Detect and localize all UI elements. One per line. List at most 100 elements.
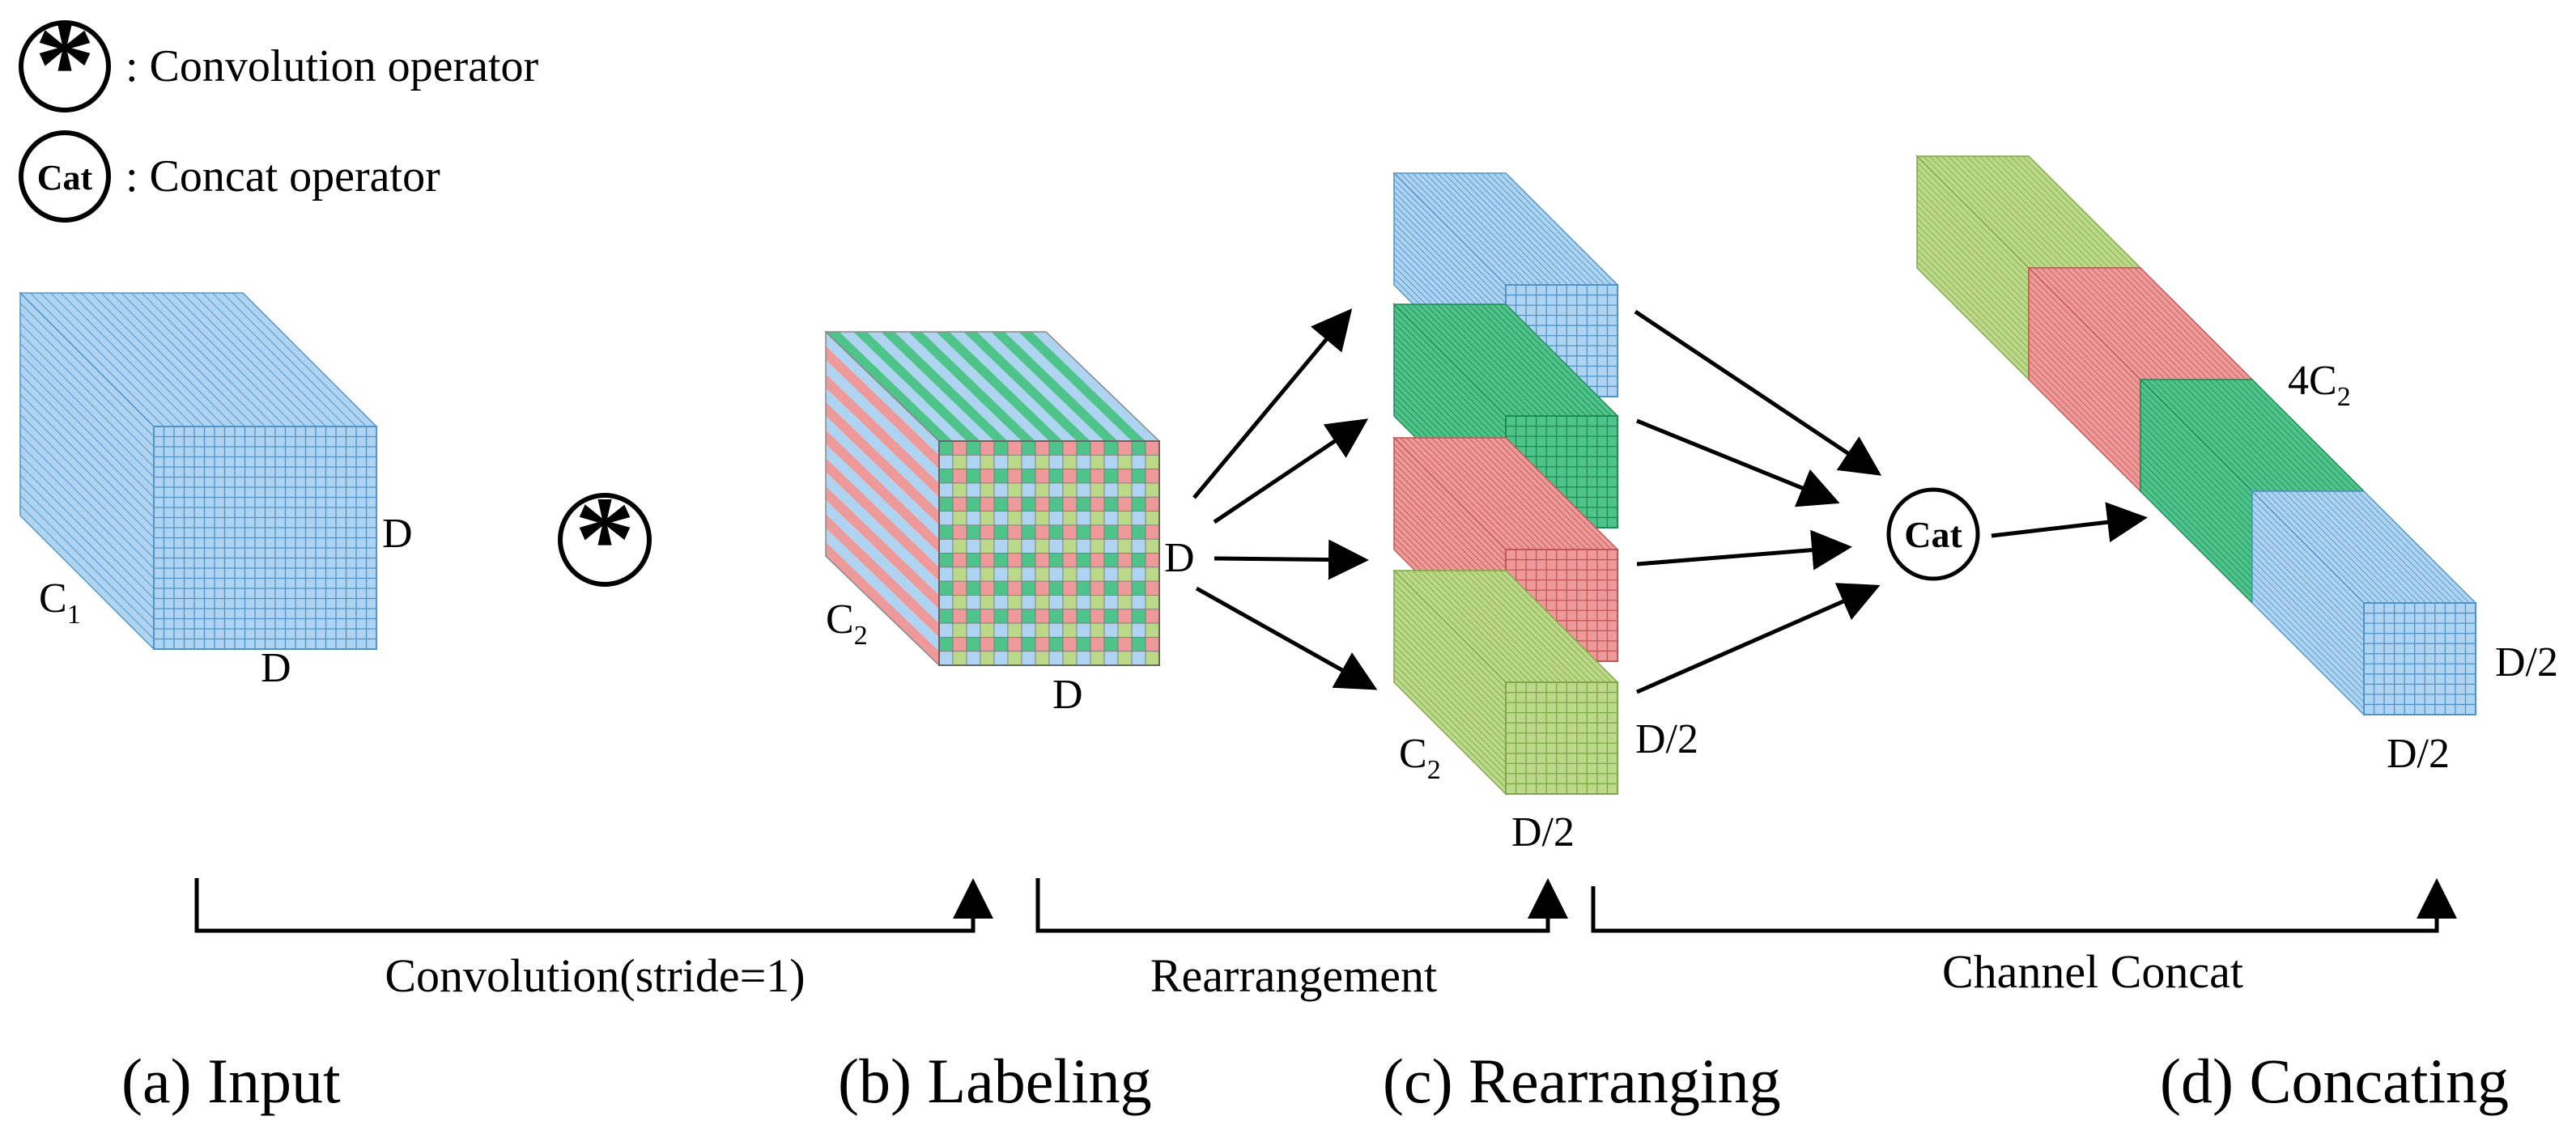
rearranged-block-red-top-hatch	[1486, 437, 1600, 550]
labeled-cube-cell	[1021, 469, 1036, 484]
labeled-cube-cell	[952, 440, 967, 456]
concat-segment-red-top-hatch	[2133, 267, 2247, 380]
caption-concating: (d) Concating	[2160, 1046, 2509, 1116]
rearranged-block-lime-top-hatch	[1468, 570, 1581, 683]
labeled-cube-cell	[980, 636, 995, 652]
labeled-cube-cell	[1048, 524, 1064, 540]
concat-segment-blue-left-hatch	[2251, 571, 2365, 685]
input-cube-d-bottom: D	[261, 645, 291, 691]
labeled-cube-cell	[1048, 538, 1064, 554]
concat-segment-lime-left-hatch	[1916, 193, 2030, 306]
rearranged-block-red-top-hatch	[1498, 437, 1612, 550]
rearranged-block-blue-top-hatch	[1461, 172, 1575, 286]
labeled-cube-cell	[1007, 580, 1022, 596]
input-cube-d-right: D	[382, 511, 413, 557]
labeled-cube-cell	[1090, 595, 1105, 610]
labeled-cube-cell	[1048, 567, 1064, 582]
rearranged-block-lime-top-hatch	[1498, 570, 1612, 683]
labeled-cube-cell	[1035, 511, 1050, 526]
concat-segment-lime-top-hatch	[1972, 155, 2085, 269]
labeled-cube-cell	[1103, 524, 1119, 540]
labeled-cube-cell	[1021, 595, 1036, 610]
labeled-cube-cell	[1076, 567, 1091, 582]
labeled-cube-cell	[1021, 580, 1036, 596]
concat-segment-green-left-hatch	[2140, 453, 2253, 567]
labeled-cube-top-stripe	[936, 332, 1063, 441]
concat-segment-green-top-hatch	[2221, 379, 2334, 492]
rearranged-block-red-left-hatch	[1393, 468, 1507, 581]
labeled-cube-cell	[966, 454, 981, 470]
arrow-to-lime-block	[1195, 586, 1378, 690]
labeled-cube-cell	[1145, 651, 1160, 666]
labeled-cube-cell	[1062, 651, 1078, 666]
labeled-cube-cell	[1090, 553, 1105, 568]
labeled-cube-cell	[1007, 440, 1022, 456]
rearranged-block-red-left-hatch	[1393, 444, 1507, 557]
labeled-cube-cell	[1145, 609, 1160, 624]
concat-segment-lime-left-hatch	[1916, 199, 2030, 312]
input-cube	[19, 291, 378, 651]
rearranged-block-blue-top-hatch	[1456, 172, 1569, 286]
labeled-cube-cell	[1117, 609, 1133, 624]
labeled-cube-cell	[1062, 538, 1078, 554]
rearranged-block-blue-top-hatch	[1493, 172, 1606, 286]
concat-segment-blue-left-hatch	[2251, 509, 2365, 622]
labeled-cube-cell	[1145, 580, 1160, 596]
labeled-cube-top-stripe	[853, 332, 980, 441]
rearranged-block-lime-top-hatch	[1480, 570, 1593, 683]
rearranged-block-blue-top-hatch	[1437, 172, 1550, 286]
concat-segment-green-left-hatch	[2140, 435, 2253, 548]
concat-segment-green-left-hatch	[2140, 460, 2253, 573]
rearranged-block-green-top-hatch	[1437, 303, 1550, 417]
labeled-cube-cell	[1035, 469, 1050, 484]
concat-segment-red-left-hatch	[2028, 323, 2141, 436]
concat-segment-green-left-hatch	[2140, 472, 2253, 585]
labeled-cube-top-stripe	[908, 332, 1035, 441]
rearranged-block-lime-top-hatch	[1405, 570, 1519, 683]
rearranged-block-red-top-hatch	[1474, 437, 1588, 550]
labeled-cube-cell	[1117, 511, 1133, 526]
concat-segment-red-left-hatch	[2028, 342, 2141, 455]
labeled-cube-cell	[1007, 524, 1022, 540]
concat-segment-blue-top-hatch	[2276, 490, 2390, 604]
rearranged-block-red-top-hatch	[1449, 437, 1562, 550]
labeled-cube-cell	[952, 511, 967, 526]
labeled-cube-cell	[1048, 651, 1064, 666]
labeled-cube-cell	[1007, 454, 1022, 470]
labeled-cube-cell	[1048, 636, 1064, 652]
labeled-cube-d-right: D	[1164, 535, 1195, 581]
rearranged-block-lime-left-hatch	[1393, 632, 1507, 745]
concat-segment-red-top-hatch	[2109, 267, 2222, 380]
labeled-cube-cell	[1007, 538, 1022, 554]
labeled-cube-cell	[1007, 651, 1022, 666]
labeled-cube-cell	[952, 469, 967, 484]
concat-segment-blue-left-hatch	[2251, 590, 2365, 703]
concat-segment-green-top-hatch	[2165, 379, 2278, 492]
concat-segment-blue-left-hatch	[2251, 577, 2365, 690]
labeled-cube-cell	[980, 482, 995, 498]
rearranged-block-blue-top-hatch	[1430, 172, 1544, 286]
input-cube-top-hatch	[151, 292, 286, 427]
convolution-operator-icon	[19, 20, 111, 112]
labeled-cube-cell	[952, 482, 967, 498]
labeled-cube-cell	[1048, 595, 1064, 610]
concat-segment-blue-top-hatch	[2264, 490, 2377, 604]
rearranged-block-lime-top-hatch	[1424, 570, 1537, 683]
input-cube-left-hatch	[19, 343, 155, 478]
concatenated-block	[1915, 155, 2477, 716]
concat-segment-blue-left-hatch	[2251, 497, 2365, 610]
rearranged-block-blue-left-hatch	[1393, 191, 1507, 304]
labeled-cube-cell	[1090, 538, 1105, 554]
rearranged-block-green-top-hatch	[1456, 303, 1569, 417]
concat-segment-red-top-hatch	[2059, 267, 2172, 380]
rearranged-block-red-top-hatch	[1430, 437, 1544, 550]
labeled-cube-d-bottom: D	[1052, 672, 1083, 718]
concat-segment-lime-left-hatch	[1916, 218, 2030, 331]
labeled-cube-cell	[938, 595, 954, 610]
rearranged-block-red-top-hatch	[1480, 437, 1593, 550]
labeled-cube-cell	[966, 567, 981, 582]
labeled-cube-cell	[952, 580, 967, 596]
labeled-cube-cell	[1035, 454, 1050, 470]
labeled-cube-cell	[1145, 524, 1160, 540]
labeled-cube-cell	[1076, 524, 1091, 540]
